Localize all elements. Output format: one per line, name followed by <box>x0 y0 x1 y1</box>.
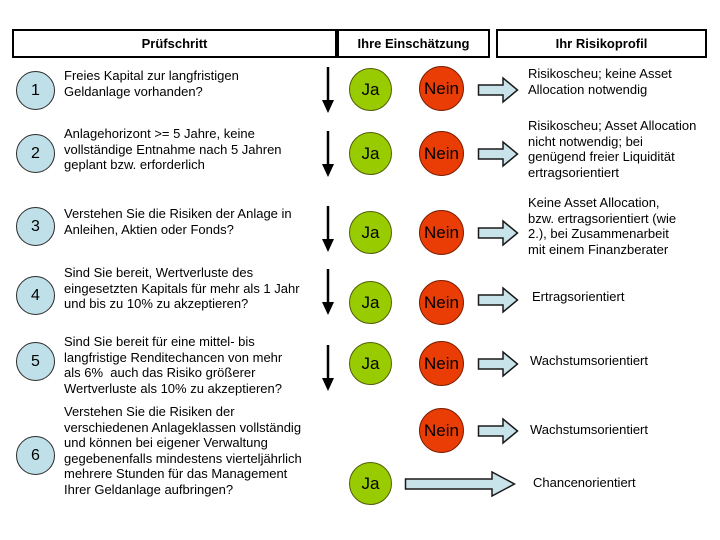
ja-badge: Ja <box>349 342 392 385</box>
step-number-badge: 3 <box>16 207 55 246</box>
down-arrow-icon <box>322 269 334 315</box>
nein-badge: Nein <box>419 131 464 176</box>
right-arrow-icon <box>477 350 519 378</box>
nein-badge: Nein <box>419 66 464 111</box>
right-arrow-icon <box>477 417 519 445</box>
right-arrow-long-icon <box>404 470 516 498</box>
ja-badge: Ja <box>349 462 392 505</box>
ja-badge: Ja <box>349 211 392 254</box>
nein-badge: Nein <box>419 210 464 255</box>
risk-profile-text: Keine Asset Allocation, bzw. ertragsorie… <box>528 195 677 257</box>
question-text: Sind Sie bereit, Wertverluste des einges… <box>64 265 300 311</box>
step-number-badge: 5 <box>16 342 55 381</box>
column-header-einschaetzung: Ihre Einschätzung <box>337 29 490 58</box>
down-arrow-icon <box>322 206 334 252</box>
right-arrow-icon <box>477 286 519 314</box>
nein-badge: Nein <box>419 280 464 325</box>
question-text: Freies Kapital zur langfristigen Geldanl… <box>64 68 239 99</box>
risk-profile-text: Wachstumsorientiert <box>530 353 648 368</box>
column-header-risikoprofil: Ihr Risikoprofil <box>496 29 707 58</box>
risk-profile-text: Wachstumsorientiert <box>530 422 648 437</box>
question-text: Verstehen Sie die Risiken der verschiede… <box>64 404 302 497</box>
ja-badge: Ja <box>349 281 392 324</box>
ja-badge: Ja <box>349 132 392 175</box>
step-number-badge: 6 <box>16 436 55 475</box>
right-arrow-icon <box>477 140 519 168</box>
risk-profile-text: Risikoscheu; keine Asset Allocation notw… <box>528 66 672 97</box>
nein-badge: Nein <box>419 408 464 453</box>
risk-profile-text: Ertragsorientiert <box>532 289 625 304</box>
right-arrow-icon <box>477 219 519 247</box>
risk-profile-text: Chancenorientiert <box>533 475 636 490</box>
down-arrow-icon <box>322 67 334 113</box>
right-arrow-icon <box>477 76 519 104</box>
column-header-pruefschritt: Prüfschritt <box>12 29 337 58</box>
down-arrow-icon <box>322 345 334 391</box>
risk-profile-text: Risikoscheu; Asset Allocation nicht notw… <box>528 118 697 180</box>
step-number-badge: 1 <box>16 71 55 110</box>
down-arrow-icon <box>322 131 334 177</box>
step-number-badge: 4 <box>16 276 55 315</box>
question-text: Anlagehorizont >= 5 Jahre, keine vollstä… <box>64 126 282 172</box>
ja-badge: Ja <box>349 68 392 111</box>
nein-badge: Nein <box>419 341 464 386</box>
question-text: Sind Sie bereit für eine mittel- bis lan… <box>64 334 283 396</box>
question-text: Verstehen Sie die Risiken der Anlage in … <box>64 206 292 237</box>
step-number-badge: 2 <box>16 134 55 173</box>
